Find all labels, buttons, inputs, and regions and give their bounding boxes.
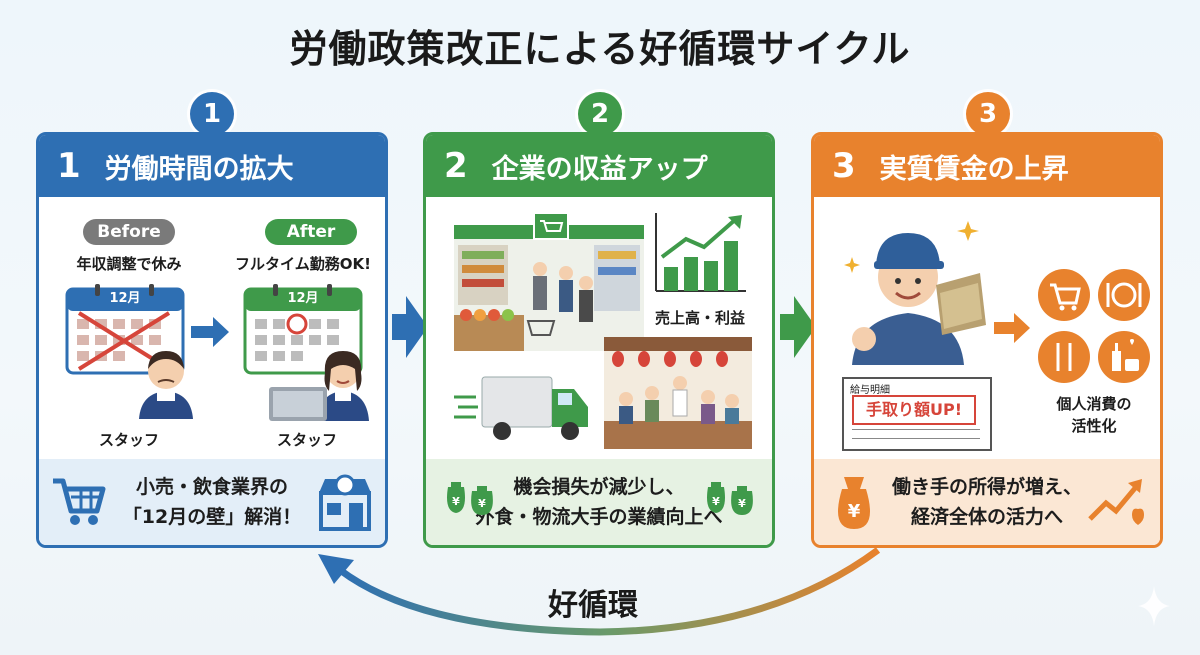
panel-2-footer-line-1: 機会損失が減少し、 [513, 476, 685, 498]
calendar-before-icon [65, 284, 185, 375]
panel-real-wages: 3 実質賃金の上昇 [811, 132, 1163, 548]
panel-3-body: 個人消費の 活性化 給与明細 手取り額UP! [814, 197, 1160, 459]
payslip: 給与明細 手取り額UP! [842, 377, 992, 451]
panel-3-footer-line-1: 働き手の所得が増え、 [891, 476, 1082, 498]
wage-to-consumption-arrow-icon [994, 313, 1030, 343]
staff-worried-icon [139, 351, 193, 419]
after-badge: After [265, 219, 357, 245]
panel-2-footer: ¥ ¥ 機会損失が減少し、 外食・物流大手の業績向上へ ¥ ¥ [426, 459, 772, 545]
cycle-return-arrow-icon [318, 547, 881, 636]
after-caption: フルタイム勤務OK! [235, 255, 371, 273]
payslip-stamp: 手取り額UP! [852, 395, 976, 425]
svg-text:¥: ¥ [452, 495, 460, 508]
shopping-cart-icon [53, 478, 106, 525]
yen-money-bag-icon: ¥ [838, 477, 870, 529]
supermarket-illustration-icon [454, 212, 644, 351]
step-2-circle: 2 [578, 92, 622, 136]
panel-1-number: 1 [57, 146, 81, 186]
money-bags-right-icon: ¥ ¥ [707, 482, 753, 515]
svg-text:¥: ¥ [478, 497, 486, 510]
panel-2-body: 売上高・利益 [426, 197, 772, 459]
panel-2-number: 2 [444, 146, 468, 186]
calendar-after-month: 12月 [287, 291, 319, 306]
panel-3-footer: ¥ 働き手の所得が増え、 経済全体の活力へ [814, 459, 1160, 545]
cycle-label: 好循環 [548, 588, 638, 623]
panel-2-heading: 企業の収益アップ [491, 153, 708, 185]
consumption-icons [1038, 269, 1150, 383]
flow-arrow-2-to-3-icon [780, 296, 816, 358]
panel-labor-hours: 1 労働時間の拡大 Before 年収調整で休み After フルタイム勤務OK… [36, 132, 388, 548]
step-3-circle: 3 [966, 92, 1010, 136]
panel-1-footer-line-2: 「12月の壁」解消！ [122, 506, 302, 528]
before-after-arrow-icon [191, 317, 229, 347]
panel-1-footer: 小売・飲食業界の 「12月の壁」解消！ [39, 459, 385, 545]
panel-1-body: Before 年収調整で休み After フルタイム勤務OK! 12月 [39, 197, 385, 459]
panel-3-footer-line-2: 経済全体の活力へ [910, 506, 1063, 528]
payslip-lines [852, 429, 980, 439]
flow-arrow-1-to-2-icon [392, 296, 428, 358]
panel-1-footer-text: 小売・飲食業界の 「12月の壁」解消！ [123, 472, 301, 532]
consumption-caption: 個人消費の 活性化 [1030, 393, 1158, 437]
panel-2-header: 2 企業の収益アップ [426, 135, 772, 197]
restaurant-illustration-icon [604, 337, 752, 449]
panel-profit: 2 企業の収益アップ [423, 132, 775, 548]
calendar-before-month: 12月 [109, 291, 141, 306]
money-bags-left-icon: ¥ ¥ [447, 482, 493, 515]
growth-arrow-heart-icon [1088, 479, 1144, 525]
consumption-line-1: 個人消費の [1056, 395, 1132, 413]
panel-2-footer-line-2: 外食・物流大手の業績向上へ [475, 506, 723, 528]
happy-worker-icon [844, 221, 986, 365]
before-caption: 年収調整で休み [76, 255, 182, 273]
payslip-title: 給与明細 [850, 385, 890, 396]
staff-label-after: スタッフ [276, 431, 337, 449]
panel-3-heading: 実質賃金の上昇 [879, 153, 1069, 185]
sales-growth-chart-icon [655, 213, 746, 292]
panel-3-footer-text: 働き手の所得が増え、 経済全体の活力へ [892, 472, 1082, 532]
calendar-after-icon [243, 284, 363, 375]
consumption-line-2: 活性化 [1071, 417, 1117, 435]
panel-1-footer-line-1: 小売・飲食業界の [135, 476, 288, 498]
before-badge: Before [83, 219, 175, 245]
sales-chart-caption: 売上高・利益 [654, 309, 745, 327]
restaurant-store-icon [319, 474, 371, 531]
svg-text:¥: ¥ [848, 501, 861, 522]
panel-3-number: 3 [832, 146, 856, 186]
page-title: 労働政策改正による好循環サイクル [289, 27, 911, 71]
step-1-circle: 1 [190, 92, 234, 136]
staff-working-icon [269, 351, 369, 421]
panel-1-header: 1 労働時間の拡大 [39, 135, 385, 197]
delivery-truck-icon [454, 376, 588, 440]
panel-3-header: 3 実質賃金の上昇 [814, 135, 1160, 197]
svg-text:¥: ¥ [712, 495, 720, 508]
sparkle-icon [1138, 586, 1170, 626]
svg-text:¥: ¥ [738, 497, 746, 510]
panel-1-heading: 労働時間の拡大 [104, 153, 294, 185]
staff-label-before: スタッフ [98, 431, 159, 449]
panel-2-footer-text: 機会損失が減少し、 外食・物流大手の業績向上へ [475, 472, 722, 532]
